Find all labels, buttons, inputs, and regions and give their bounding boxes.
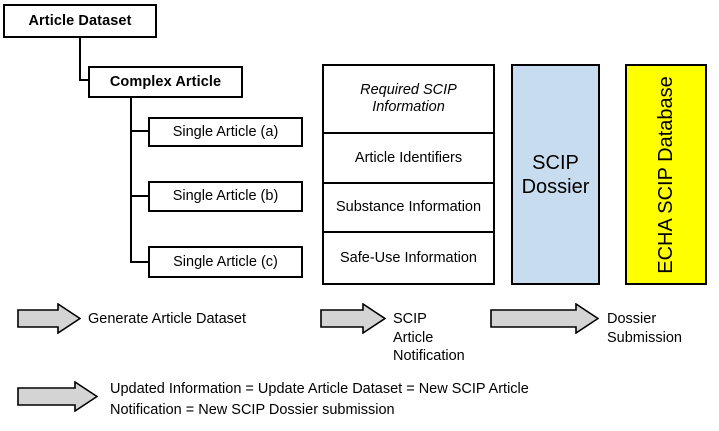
scip-dossier-box: SCIP Dossier <box>511 64 600 285</box>
node-single-article-a-label: Single Article (a) <box>172 123 279 140</box>
arrow-generate-article-dataset <box>17 303 81 334</box>
node-single-article-c: Single Article (c) <box>148 246 303 278</box>
connector-branch-a <box>130 130 149 132</box>
node-article-dataset-label: Article Dataset <box>28 12 132 29</box>
node-article-dataset: Article Dataset <box>3 4 157 38</box>
arrow-updated-information <box>17 381 98 412</box>
arrow-scip-article-notification-label: SCIP Article Notification <box>393 311 465 365</box>
node-single-article-a: Single Article (a) <box>148 117 303 147</box>
scip-table-header: Required SCIP Information <box>324 66 493 135</box>
scip-table-row-substance-information-label: Substance Information <box>335 199 482 216</box>
connector-branch-c <box>130 261 149 263</box>
scip-table-row-safe-use-information: Safe-Use Information <box>324 233 493 283</box>
connector-root-vertical <box>79 38 81 80</box>
scip-dossier-label: SCIP Dossier <box>521 151 590 198</box>
echa-scip-database-label: ECHA SCIP Database <box>655 75 678 274</box>
scip-table-row-safe-use-information-label: Safe-Use Information <box>339 249 477 266</box>
arrow-updated-information-label: Updated Information = Update Article Dat… <box>110 381 529 419</box>
node-complex-article: Complex Article <box>88 66 243 98</box>
scip-table-row-article-identifiers-label: Article Identifiers <box>354 149 463 166</box>
node-single-article-b: Single Article (b) <box>148 181 303 212</box>
arrow-dossier-submission-label: Dossier Submission <box>607 311 682 346</box>
scip-table-header-label: Required SCIP Information <box>360 82 457 116</box>
arrow-scip-article-notification <box>320 303 386 334</box>
connector-trunk-vertical <box>130 98 132 263</box>
connector-branch-b <box>130 195 149 197</box>
scip-table-row-article-identifiers: Article Identifiers <box>324 134 493 184</box>
arrow-generate-article-dataset-label: Generate Article Dataset <box>88 311 246 327</box>
connector-root-horizontal <box>79 79 90 81</box>
scip-table-row-substance-information: Substance Information <box>324 184 493 234</box>
node-complex-article-label: Complex Article <box>109 73 222 90</box>
node-single-article-c-label: Single Article (c) <box>173 253 278 270</box>
arrow-dossier-submission <box>490 303 599 334</box>
scip-information-table: Required SCIP Information Article Identi… <box>322 64 495 285</box>
node-single-article-b-label: Single Article (b) <box>172 188 279 205</box>
echa-scip-database-box: ECHA SCIP Database <box>625 64 707 285</box>
